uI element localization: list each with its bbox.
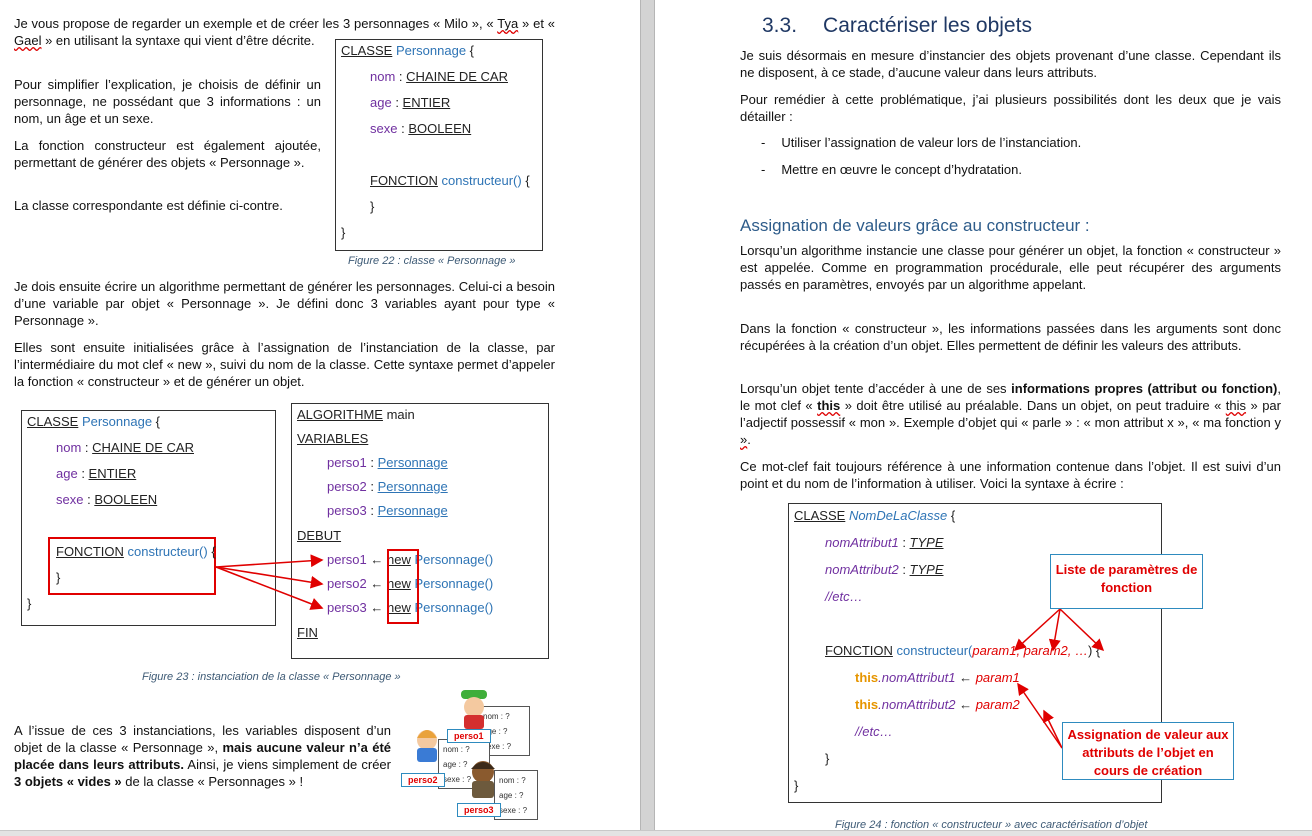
algorithm-box: ALGORITHME main VARIABLES perso1 : Perso… xyxy=(291,403,549,659)
card-line: age : ? xyxy=(443,760,468,769)
card-line: nom : ? xyxy=(443,745,470,754)
tag-perso2: perso2 xyxy=(401,773,445,787)
code-class-header: CLASSE NomDeLaClasse { xyxy=(794,508,956,523)
paragraph-intro: Je vous propose de regarder un exemple e… xyxy=(14,16,555,48)
code-attr1: nomAttribut1 : TYPE xyxy=(825,535,944,550)
card-line: age : ? xyxy=(483,727,508,736)
class-attr-sexe: sexe : BOOLEEN xyxy=(370,121,472,136)
paragraph-possibilities: Pour remédier à cette problématique, j’a… xyxy=(740,92,1281,124)
page-gutter xyxy=(640,0,655,836)
figure23-arrows xyxy=(215,554,324,610)
card-line: sexe : ? xyxy=(483,742,512,751)
tag-perso3: perso3 xyxy=(457,803,501,817)
class-close-brace: } xyxy=(341,225,346,240)
algo-variables: VARIABLES xyxy=(297,431,369,446)
class-diagram-figure23: CLASSE Personnage { nom : CHAINE DE CAR … xyxy=(21,410,276,626)
character-perso3-figure xyxy=(471,761,495,798)
algo-fin: FIN xyxy=(297,625,318,640)
code-attr2: nomAttribut2 : TYPE xyxy=(825,562,944,577)
card-line: sexe : ? xyxy=(443,775,472,784)
document-page-right: 3.3. Caractériser les objets Je suis déso… xyxy=(655,0,1312,836)
card-perso3: nom : ? age : ? sexe : ? xyxy=(494,770,538,820)
section-number: 3.3. xyxy=(762,14,798,37)
figure24-caption: Figure 24 : fonction « constructeur » av… xyxy=(835,819,1148,831)
section-heading: 3.3. Caractériser les objets xyxy=(762,14,1032,38)
algo-assign-perso1: perso1 ← new Personnage() xyxy=(327,552,494,567)
algo-assign-perso3: perso3 ← new Personnage() xyxy=(327,600,494,615)
figure22-caption: Figure 22 : classe « Personnage » xyxy=(348,255,516,267)
class-attr-nom: nom : CHAINE DE CAR xyxy=(56,440,194,455)
paragraph-algorithm: Je dois ensuite écrire un algorithme per… xyxy=(14,279,555,328)
class-close-brace: } xyxy=(27,596,32,611)
callout-assignment: Assignation de valeur aux attributs de l… xyxy=(1062,722,1234,780)
code-assign1: this.nomAttribut1 ← param1 xyxy=(855,670,1020,685)
paragraph-arguments: Dans la fonction « constructeur », les i… xyxy=(740,321,1281,353)
document-page-left: Je vous propose de regarder un exemple e… xyxy=(0,0,640,836)
code-etc-attrs: //etc… xyxy=(825,589,863,604)
paragraph-constructor-called: Lorsqu’un algorithme instancie une class… xyxy=(740,243,1281,292)
algo-debut: DEBUT xyxy=(297,528,342,543)
paragraph-empty-objects: A l’issue de ces 3 instanciations, les v… xyxy=(14,723,392,789)
new-keyword-highlight xyxy=(387,549,419,624)
bullet-mark: - xyxy=(761,135,766,150)
card-line: nom : ? xyxy=(483,712,510,721)
card-line: nom : ? xyxy=(499,776,526,785)
paragraph-simplify: Pour simplifier l’explication, je choisi… xyxy=(14,77,321,126)
constructor-close-brace: } xyxy=(370,199,375,214)
paragraph-constructor: La fonction constructeur est également a… xyxy=(14,138,321,170)
class-diagram-figure22: CLASSE Personnage { nom : CHAINE DE CAR … xyxy=(335,39,543,251)
algo-var-perso3: perso3 : Personnage xyxy=(327,503,448,518)
bullet-mark: - xyxy=(761,162,766,177)
code-constructor-close: } xyxy=(825,751,830,766)
character-figures xyxy=(417,690,495,798)
code-class-close: } xyxy=(794,778,799,793)
subsection-heading: Assignation de valeurs grâce au construc… xyxy=(740,216,1090,235)
class-attr-sexe: sexe : BOOLEEN xyxy=(56,492,158,507)
paragraph-class-defined: La classe correspondante est définie ci-… xyxy=(14,198,283,213)
algo-var-perso1: perso1 : Personnage xyxy=(327,455,448,470)
bullet-item-2: -Mettre en œuvre le concept d’hydratatio… xyxy=(761,162,1022,177)
algo-header: ALGORITHME main xyxy=(297,407,415,422)
section-title: Caractériser les objets xyxy=(823,14,1032,37)
class-attr-age: age : ENTIER xyxy=(370,95,451,110)
figure24-arrows xyxy=(1013,608,1105,749)
paragraph-intro-right: Je suis désormais en mesure d’instancier… xyxy=(740,48,1281,80)
class-header: CLASSE Personnage { xyxy=(27,414,161,429)
tag-perso1: perso1 xyxy=(447,729,491,743)
constructor-close-brace: } xyxy=(56,570,61,585)
character-perso2-figure xyxy=(417,730,437,762)
card-line: sexe : ? xyxy=(499,806,528,815)
paragraph-this-reference: Ce mot-clef fait toujours référence à un… xyxy=(740,459,1281,491)
callout-parameters: Liste de paramètres de fonction xyxy=(1050,554,1203,609)
algo-var-perso2: perso2 : Personnage xyxy=(327,479,448,494)
class-constructor: FONCTION constructeur() { xyxy=(370,173,530,188)
paragraph-initialise: Elles sont ensuite initialisées grâce à … xyxy=(14,340,555,389)
card-line: age : ? xyxy=(499,791,524,800)
class-attr-nom: nom : CHAINE DE CAR xyxy=(370,69,508,84)
constructor-highlight-box xyxy=(48,537,216,595)
character-perso1-figure xyxy=(461,690,487,729)
class-header: CLASSE Personnage { xyxy=(341,43,475,58)
figure23-caption: Figure 23 : instanciation de la classe «… xyxy=(142,671,401,683)
bullet-item-1: -Utiliser l’assignation de valeur lors d… xyxy=(761,135,1082,150)
bottom-scrollbar-track[interactable] xyxy=(0,830,1312,836)
class-attr-age: age : ENTIER xyxy=(56,466,137,481)
code-etc-assign: //etc… xyxy=(855,724,893,739)
paragraph-this-keyword: Lorsqu’un objet tente d’accéder à une de… xyxy=(740,381,1281,447)
code-assign2: this.nomAttribut2 ← param2 xyxy=(855,697,1020,712)
class-constructor: FONCTION constructeur() { xyxy=(56,544,216,559)
algo-assign-perso2: perso2 ← new Personnage() xyxy=(327,576,494,591)
